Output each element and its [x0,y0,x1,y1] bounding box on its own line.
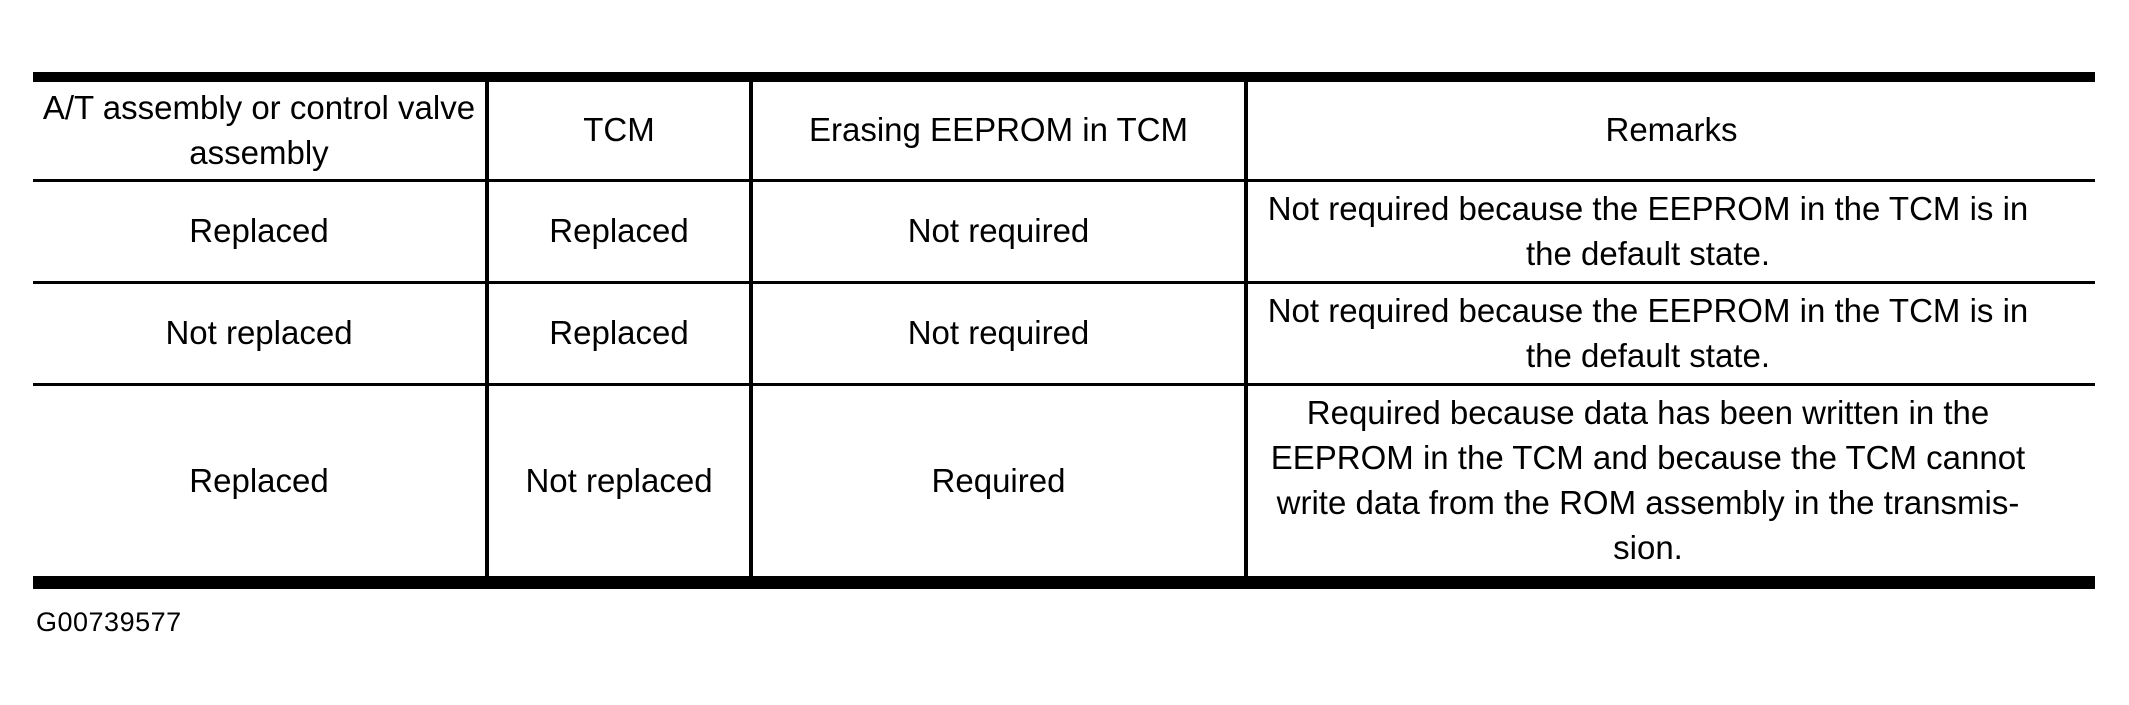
remarks-text: Not required because the EEPROM in the T… [1267,189,2029,272]
column-header-remarks: Remarks [1244,77,2095,182]
cell-remarks: Not required because the EEPROM in the T… [1244,180,2095,284]
cell-tcm: Not replaced [485,384,751,584]
cell-erasing-eeprom: Not required [749,180,1246,284]
cell-remarks: Not required because the EEPROM in the T… [1244,282,2095,386]
cell-remarks: Required because data has been written i… [1244,384,2095,584]
table-row: Not replaced Replaced Not required Not r… [33,282,2095,386]
table-body: Replaced Replaced Not required Not requi… [33,180,2095,584]
table-header: A/T assembly or control valve assembly T… [33,77,2095,182]
cell-tcm: Replaced [485,180,751,284]
figure-code-label: G00739577 [36,607,182,637]
remarks-text: Required because data has been written i… [1270,394,2026,566]
remarks-text: Not required because the EEPROM in the T… [1267,291,2029,374]
cell-at-assembly: Replaced [33,180,487,284]
cell-erasing-eeprom: Not required [749,282,1246,386]
table-row: Replaced Replaced Not required Not requi… [33,180,2095,284]
cell-at-assembly: Replaced [33,384,487,584]
table-row: Replaced Not replaced Required Required … [33,384,2095,584]
header-row: A/T assembly or control valve assembly T… [33,77,2095,182]
column-header-at-assembly: A/T assembly or control valve assembly [33,77,487,182]
cell-at-assembly: Not replaced [33,282,487,386]
cell-tcm: Replaced [485,282,751,386]
column-header-tcm: TCM [485,77,751,182]
column-header-erasing-eeprom: Erasing EEPROM in TCM [749,77,1246,182]
cell-erasing-eeprom: Required [749,384,1246,584]
eeprom-erasure-table: A/T assembly or control valve assembly T… [33,72,2095,589]
